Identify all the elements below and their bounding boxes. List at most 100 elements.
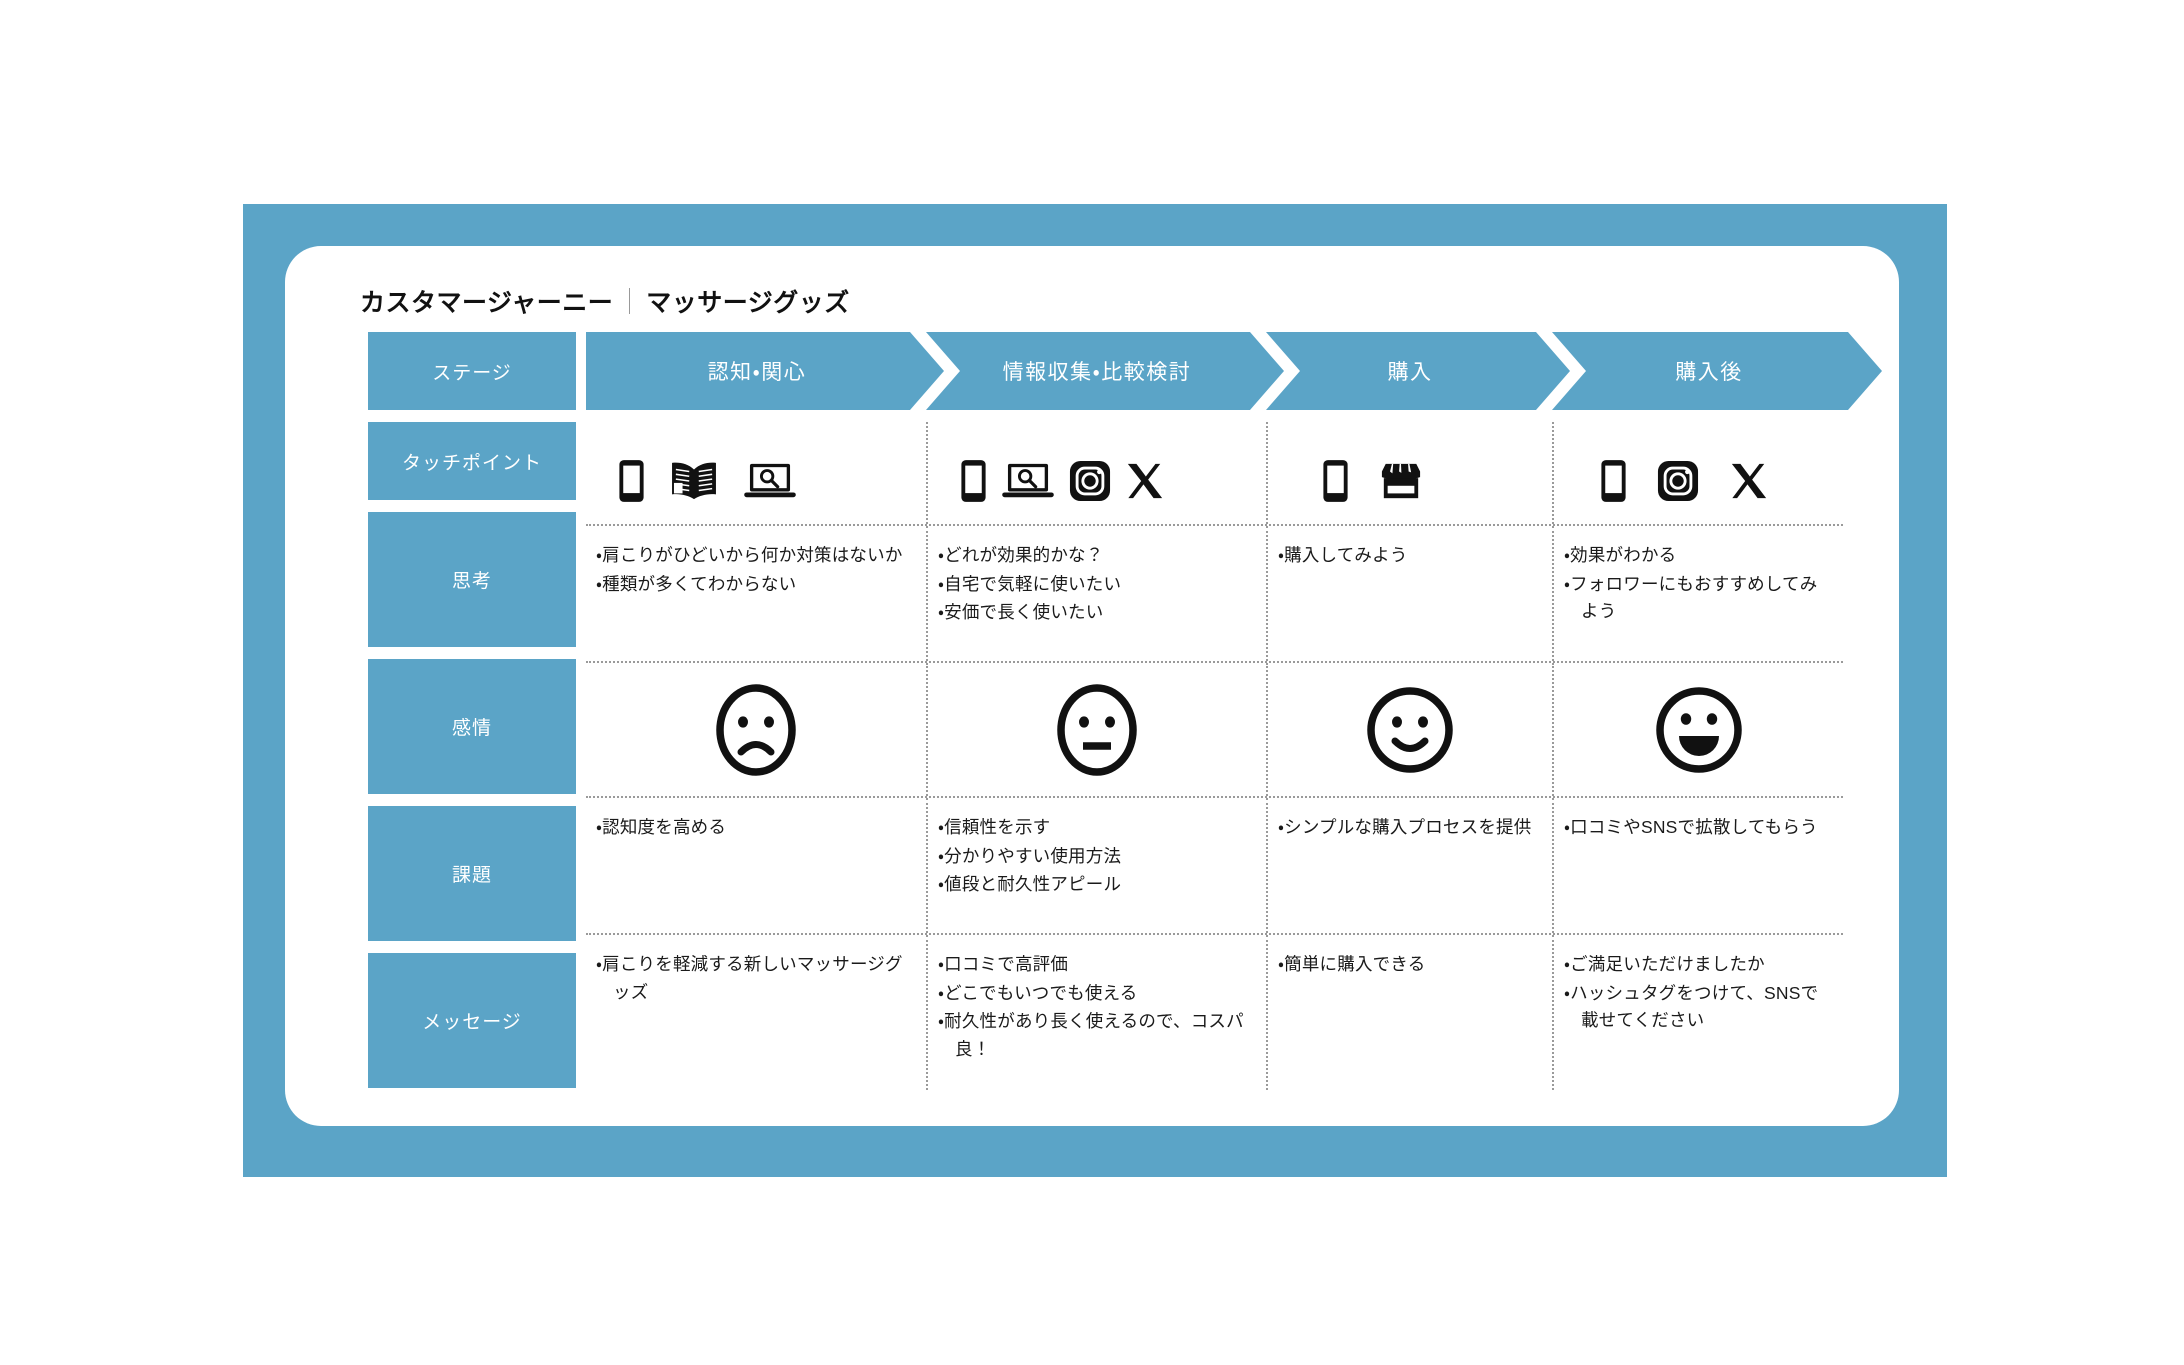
smartphone-icon xyxy=(619,460,644,502)
stage-label-0: 認知・関心 xyxy=(707,361,807,384)
list-item: 安価で長く使いたい xyxy=(938,599,1256,627)
instagram-icon xyxy=(1657,460,1699,502)
list-item: ご満足いただけましたか xyxy=(1564,951,1833,979)
emotion-face-wrap-0 xyxy=(586,663,926,796)
divider-thought-emotion xyxy=(586,661,1843,663)
thought-list-0: 肩こりがひどいから何か対策はないか 種類が多くてわからない xyxy=(596,542,916,598)
touchpoint-cell-2 xyxy=(1266,422,1552,524)
stage-chevron-3[interactable]: 購入後 xyxy=(1552,332,1882,410)
row-label-touchpoint: タッチポイント xyxy=(368,422,576,500)
divider-touchpoint-thought xyxy=(586,524,1843,526)
issue-cell-1: 信頼性を示す 分かりやすい使用方法 値段と耐久性アピール xyxy=(926,798,1266,933)
thought-list-2: 購入してみよう xyxy=(1278,542,1542,570)
message-row: 肩こりを軽減する新しいマッサージグッズ 口コミで高評価 どこでもいつでも使える … xyxy=(586,935,1843,1090)
issue-cell-0: 認知度を高める xyxy=(586,798,926,933)
issue-cell-2: シンプルな購入プロセスを提供 xyxy=(1266,798,1552,933)
emotion-row xyxy=(586,663,1843,796)
stage-label-2: 購入 xyxy=(1387,361,1433,384)
list-item: どれが効果的かな？ xyxy=(938,542,1256,570)
row-label-issue: 課題 xyxy=(368,806,576,941)
title-subtitle: マッサージグッズ xyxy=(646,289,850,317)
neutral-face-icon xyxy=(1057,683,1137,776)
issue-cell-3: 口コミやSNSで拡散してもらう xyxy=(1552,798,1843,933)
list-item: 分かりやすい使用方法 xyxy=(938,843,1256,871)
row-label-thought-text: 思考 xyxy=(451,571,492,592)
list-item: 肩こりがひどいから何か対策はないか xyxy=(596,542,916,570)
issue-row: 認知度を高める 信頼性を示す 分かりやすい使用方法 値段と耐久性アピール シンプ… xyxy=(586,798,1843,933)
touchpoint-icons-3 xyxy=(1564,438,1833,524)
divider-issue-message xyxy=(586,933,1843,935)
thought-cell-3: 効果がわかる フォロワーにもおすすめしてみよう xyxy=(1552,526,1843,661)
laptop-search-icon xyxy=(744,463,796,498)
list-item: 口コミで高評価 xyxy=(938,951,1256,979)
emotion-face-wrap-3 xyxy=(1554,663,1843,796)
touchpoint-icons-0 xyxy=(596,438,916,524)
emotion-face-wrap-1 xyxy=(928,663,1266,796)
title-divider xyxy=(629,288,631,314)
row-label-message: メッセージ xyxy=(368,953,576,1088)
thought-row: 肩こりがひどいから何か対策はないか 種類が多くてわからない どれが効果的かな？ … xyxy=(586,526,1843,661)
thought-cell-0: 肩こりがひどいから何か対策はないか 種類が多くてわからない xyxy=(586,526,926,661)
row-label-message-text: メッセージ xyxy=(422,1012,522,1033)
list-item: 簡単に購入できる xyxy=(1278,951,1542,979)
list-item: 耐久性があり長く使えるので、コスパ良！ xyxy=(938,1008,1256,1063)
thought-cell-2: 購入してみよう xyxy=(1266,526,1552,661)
touchpoint-icons-2 xyxy=(1278,438,1542,524)
emotion-cell-1 xyxy=(926,663,1266,796)
stage-chevron-1[interactable]: 情報収集・比較検討 xyxy=(926,332,1284,410)
row-label-issue-text: 課題 xyxy=(451,865,492,886)
sad-face-icon xyxy=(716,683,796,776)
touchpoint-cell-3 xyxy=(1552,422,1843,524)
emotion-cell-3 xyxy=(1552,663,1843,796)
laptop-search-icon xyxy=(1002,463,1054,498)
list-item: どこでもいつでも使える xyxy=(938,980,1256,1008)
message-cell-1: 口コミで高評価 どこでもいつでも使える 耐久性があり長く使えるので、コスパ良！ xyxy=(926,935,1266,1090)
list-item: フォロワーにもおすすめしてみよう xyxy=(1564,571,1833,626)
list-item: 口コミやSNSで拡散してもらう xyxy=(1564,814,1833,842)
list-item: 種類が多くてわからない xyxy=(596,571,916,599)
row-label-touchpoint-text: タッチポイント xyxy=(401,452,542,474)
issue-list-2: シンプルな購入プロセスを提供 xyxy=(1278,814,1542,842)
list-item: 自宅で気軽に使いたい xyxy=(938,571,1256,599)
touchpoint-icons-1 xyxy=(938,438,1256,524)
stage-label-1: 情報収集・比較検討 xyxy=(1002,361,1192,384)
thought-cell-1: どれが効果的かな？ 自宅で気軽に使いたい 安価で長く使いたい xyxy=(926,526,1266,661)
title-main: カスタマージャーニー xyxy=(360,289,614,317)
emotion-cell-2 xyxy=(1266,663,1552,796)
slight-smile-face-icon xyxy=(1367,686,1453,773)
list-item: 信頼性を示す xyxy=(938,814,1256,842)
list-item: ハッシュタグをつけて、SNSで載せてください xyxy=(1564,980,1833,1035)
list-item: 効果がわかる xyxy=(1564,542,1833,570)
page-title: カスタマージャーニー マッサージグッズ xyxy=(360,281,850,321)
list-item: 肩こりを軽減する新しいマッサージグッズ xyxy=(596,951,916,1006)
stage-chevron-2[interactable]: 購入 xyxy=(1266,332,1570,410)
issue-list-1: 信頼性を示す 分かりやすい使用方法 値段と耐久性アピール xyxy=(938,814,1256,899)
row-label-emotion-text: 感情 xyxy=(451,718,492,739)
message-cell-3: ご満足いただけましたか ハッシュタグをつけて、SNSで載せてください xyxy=(1552,935,1843,1090)
emotion-cell-0 xyxy=(586,663,926,796)
issue-list-3: 口コミやSNSで拡散してもらう xyxy=(1564,814,1833,842)
message-list-1: 口コミで高評価 どこでもいつでも使える 耐久性があり長く使えるので、コスパ良！ xyxy=(938,951,1256,1064)
row-label-emotion: 感情 xyxy=(368,659,576,794)
stage-row: 認知・関心 情報収集・比較検討 購入 購入後 xyxy=(586,332,1841,410)
touchpoint-row xyxy=(586,422,1843,524)
stage-chevron-0[interactable]: 認知・関心 xyxy=(586,332,944,410)
thought-list-3: 効果がわかる フォロワーにもおすすめしてみよう xyxy=(1564,542,1833,626)
message-list-0: 肩こりを軽減する新しいマッサージグッズ xyxy=(596,951,916,1006)
list-item: 値段と耐久性アピール xyxy=(938,871,1256,899)
touchpoint-cell-0 xyxy=(586,422,926,524)
grin-face-icon xyxy=(1655,686,1742,773)
stage-label-3: 購入後 xyxy=(1675,361,1743,384)
smartphone-icon xyxy=(1601,460,1626,502)
list-item: 購入してみよう xyxy=(1278,542,1542,570)
message-list-2: 簡単に購入できる xyxy=(1278,951,1542,979)
instagram-icon xyxy=(1069,460,1111,502)
smartphone-icon xyxy=(961,460,986,502)
message-cell-2: 簡単に購入できる xyxy=(1266,935,1552,1090)
touchpoint-cell-1 xyxy=(926,422,1266,524)
divider-emotion-issue xyxy=(586,796,1843,798)
row-label-thought: 思考 xyxy=(368,512,576,647)
emotion-face-wrap-2 xyxy=(1268,663,1552,796)
row-label-stage-text: ステージ xyxy=(432,362,512,384)
smartphone-icon xyxy=(1323,460,1348,502)
